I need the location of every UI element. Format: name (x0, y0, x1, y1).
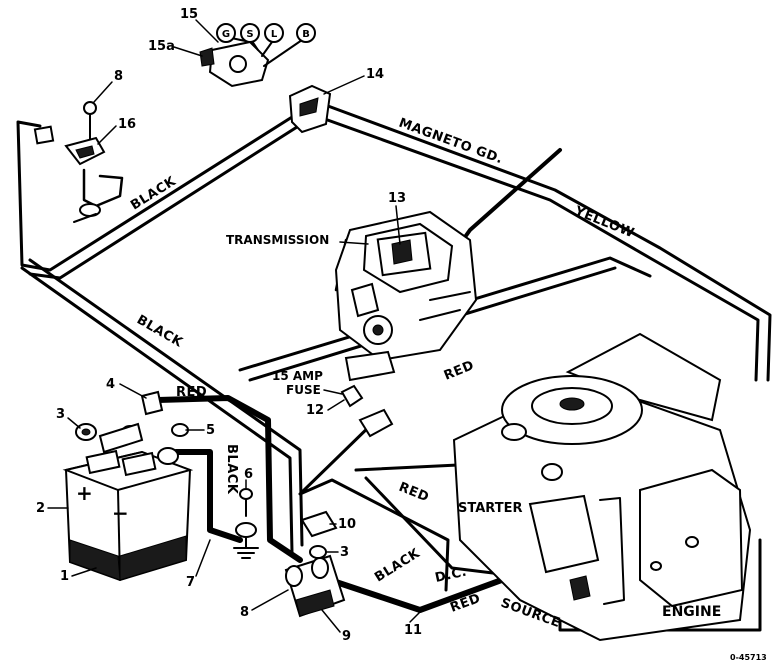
red-wire-right-label: RED (442, 358, 477, 384)
magneto-ground-label: MAGNETO GD. (397, 116, 505, 168)
red-starter-label: RED (397, 480, 432, 506)
terminal-s (240, 23, 260, 43)
part-number-12: 12 (306, 403, 324, 418)
part-number-3-left: 3 (56, 407, 65, 422)
part-number-4: 4 (106, 377, 115, 392)
part-number-7: 7 (186, 575, 195, 590)
transmission (334, 210, 478, 382)
terminal-b-label: B (302, 29, 310, 40)
black-wire-left-label: BLACK (134, 312, 185, 350)
battery (62, 447, 194, 582)
dc-label: D.C. (434, 565, 469, 586)
black-wire-top-return (28, 118, 310, 280)
seat-safety-switch (33, 101, 124, 223)
black-bottom-label: BLACK (372, 546, 423, 586)
red-fuse-wire (298, 418, 450, 592)
plug-connector (300, 510, 338, 538)
part-number-11: 11 (404, 623, 422, 638)
part-number-5: 5 (206, 423, 215, 438)
part-number-8-bottom: 8 (240, 605, 249, 620)
terminal-l-label: L (271, 29, 278, 40)
part-number-3-right: 3 (340, 545, 349, 560)
fuse-holder (340, 384, 394, 438)
black-vertical-label: BLACK (224, 444, 239, 495)
ground-terminal (233, 488, 259, 559)
terminal-g (216, 23, 236, 43)
black-wire-top (16, 110, 302, 272)
battery-minus-mark: − (112, 501, 129, 525)
red-wire-top-label: RED (176, 385, 207, 400)
black-wire-left (20, 266, 294, 554)
engine (452, 332, 752, 642)
black-wire-left-return (28, 258, 304, 547)
part-number-1: 1 (60, 569, 69, 584)
yellow-wire (326, 104, 772, 382)
part-number-6: 6 (244, 467, 253, 482)
fuse-label-line1: 15 AMP (272, 369, 323, 383)
ignition-switch (199, 23, 316, 88)
part-number-9: 9 (342, 629, 351, 644)
part-number-14: 14 (366, 67, 384, 82)
starter-motor (528, 494, 600, 574)
part-number-15: 15 (180, 7, 198, 22)
connector-block (288, 84, 332, 134)
battery-plus-mark: + (76, 481, 93, 505)
part-number-13: 13 (388, 191, 406, 206)
part-number-8-top: 8 (114, 69, 123, 84)
magneto-ground-wire (320, 116, 760, 382)
drawing-code: 0-45713 (730, 653, 767, 662)
battery-hardware (75, 390, 189, 454)
transmission-label: TRANSMISSION (226, 233, 329, 247)
part-number-15a: 15a (148, 39, 175, 54)
battery-cable-black (173, 449, 243, 543)
part-number-2: 2 (36, 501, 45, 516)
fuse-label-line2: FUSE (286, 383, 321, 397)
starter-label: STARTER (458, 501, 522, 516)
terminal-s-label: S (246, 29, 253, 40)
battery-cable-red (155, 395, 303, 563)
part-number-16: 16 (118, 117, 136, 132)
terminal-g-label: G (222, 29, 230, 40)
terminal-l (264, 23, 284, 43)
terminal-b (296, 23, 316, 43)
part-number-10: 10 (338, 517, 356, 532)
yellow-wire-label: YELLOW (572, 203, 637, 241)
engine-label: ENGINE (662, 604, 721, 620)
starter-solenoid (284, 545, 346, 618)
